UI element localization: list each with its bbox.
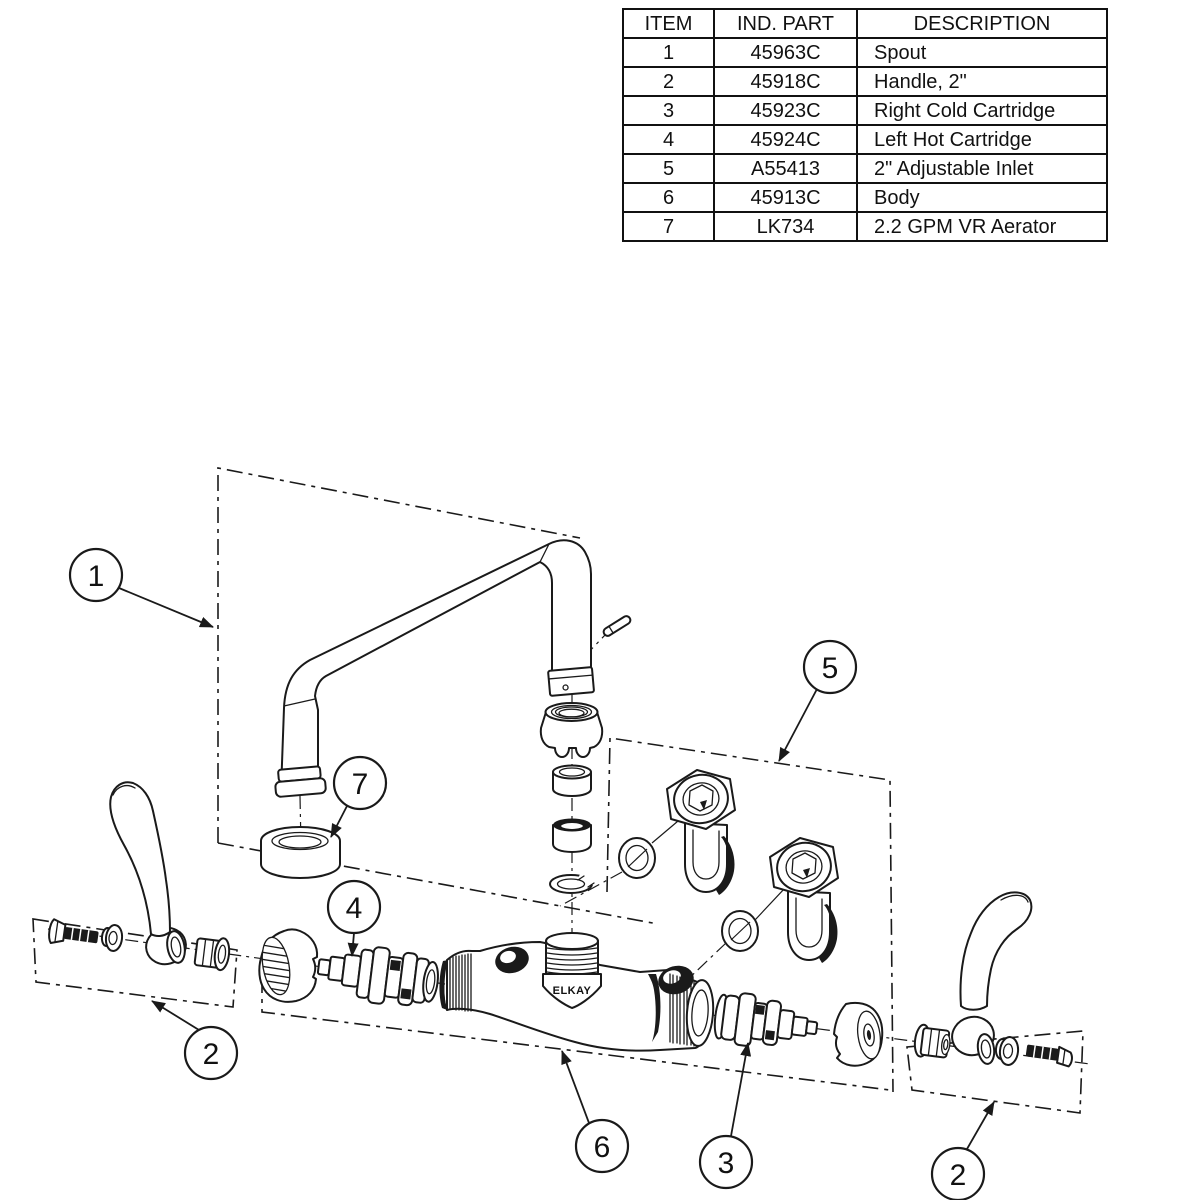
friction-ring-drawing: [552, 818, 592, 853]
callout-5: 5: [778, 639, 858, 762]
callout-3: 3: [698, 1042, 754, 1190]
callout-7-number: 7: [352, 768, 369, 801]
right-cartridge-drawing: [713, 992, 819, 1047]
left-cartridge-drawing: [316, 946, 439, 1007]
right-adjustable-inlet-drawing: [769, 836, 839, 964]
parts-table-header-row: ITEM IND. PART DESCRIPTION: [622, 8, 1108, 39]
left-handle-drawing: [109, 781, 187, 966]
left-washer-drawing: [100, 924, 124, 952]
ind-part-cell: 45924C: [713, 124, 858, 155]
callout-5-number: 5: [822, 652, 839, 685]
description-cell: 2.2 GPM VR Aerator: [856, 211, 1108, 242]
item-number-cell: 7: [622, 211, 715, 242]
ind-part-cell: 45913C: [713, 182, 858, 213]
right-inlet-centerline: [683, 942, 727, 984]
callout-2-right: 2: [930, 1101, 995, 1200]
right-handle-drawing: [951, 891, 1033, 1065]
callout-7: 7: [330, 755, 388, 838]
description-cell: Handle, 2": [856, 66, 1108, 97]
callout-4-number: 4: [346, 892, 363, 925]
body-boundary: [261, 977, 891, 1091]
spout-outlet-centerline: [299, 795, 302, 847]
ind-part-cell: 45918C: [713, 66, 858, 97]
col-header-ind-part: IND. PART: [713, 8, 858, 39]
callout-2-left-number: 2: [203, 1038, 220, 1071]
left-inlet-washer-drawing: [618, 837, 656, 879]
description-cell: Left Hot Cartridge: [856, 124, 1108, 155]
ind-part-cell: 45963C: [713, 37, 858, 68]
callout-3-number: 3: [718, 1147, 735, 1180]
inlet-boundary: [606, 737, 894, 1093]
left-axis-centerline: [47, 928, 446, 985]
snap-ring-drawing: [549, 866, 600, 894]
callout-2-right-number: 2: [950, 1159, 967, 1192]
right-handle-boundary: [906, 1030, 1084, 1114]
ind-part-cell: A55413: [713, 153, 858, 184]
ind-part-cell: LK734: [713, 211, 858, 242]
spout-outlet-flange: [274, 765, 327, 798]
left-dome-threads: [259, 944, 293, 993]
right-axis-centerline: [687, 1011, 1091, 1065]
spacer-ring-drawing: [552, 764, 592, 797]
centerlines: [47, 633, 1091, 1065]
item-number-cell: 2: [622, 66, 715, 97]
item-number-cell: 1: [622, 37, 715, 68]
item-number-cell: 3: [622, 95, 715, 126]
description-cell: Body: [856, 182, 1108, 213]
body-left-threads: [449, 953, 472, 1012]
col-header-description: DESCRIPTION: [856, 8, 1108, 39]
spout-base-collar: [547, 666, 595, 697]
callout-2-left: 2: [151, 1000, 239, 1081]
callout-4: 4: [326, 879, 382, 957]
right-washer-drawing: [994, 1036, 1020, 1066]
coupling-nut-drawing: [539, 702, 604, 758]
swivel-pin: [602, 615, 632, 637]
callout-1: 1: [68, 547, 214, 628]
body-drawing: ELKAY: [439, 932, 715, 1052]
spout-boundary: [217, 467, 581, 843]
callout-1-number: 1: [88, 560, 105, 593]
callouts: 1 7 5 4 2: [68, 547, 995, 1200]
aerator-drawing: [260, 826, 341, 879]
right-inlet-washer-drawing: [721, 910, 759, 952]
callout-6: 6: [561, 1050, 630, 1174]
left-inlet-centerline: [559, 871, 623, 907]
left-screw-drawing: [48, 918, 99, 944]
col-header-item: ITEM: [622, 8, 715, 39]
callout-6-number: 6: [594, 1131, 611, 1164]
item-number-cell: 5: [622, 153, 715, 184]
description-cell: Spout: [856, 37, 1108, 68]
ind-part-cell: 45923C: [713, 95, 858, 126]
item-number-cell: 6: [622, 182, 715, 213]
spout-drawing: [274, 539, 632, 798]
description-cell: Right Cold Cartridge: [856, 95, 1108, 126]
right-bonnet-nut-drawing: [913, 1023, 951, 1059]
adjustable-inlet-drawing: [666, 769, 736, 895]
description-cell: 2" Adjustable Inlet: [856, 153, 1108, 184]
left-bonnet-nut-drawing: [193, 937, 231, 972]
brand-shield: ELKAY: [542, 973, 602, 1009]
brand-label: ELKAY: [553, 985, 592, 997]
right-screw-drawing: [1025, 1044, 1073, 1068]
body-riser-threads: [545, 932, 599, 979]
right-dome-cap-drawing: [833, 1001, 884, 1067]
item-number-cell: 4: [622, 124, 715, 155]
left-dome-cap-drawing: [258, 928, 319, 1003]
